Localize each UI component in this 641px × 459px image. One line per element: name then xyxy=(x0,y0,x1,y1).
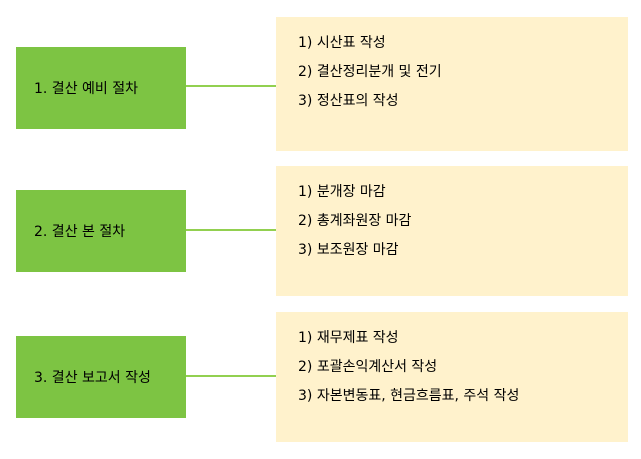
detail-item: 1) 시산표 작성 xyxy=(298,35,386,51)
detail-item: 2) 포괄손익계산서 작성 xyxy=(298,359,438,375)
connector-line-2 xyxy=(186,229,276,231)
step-title: 2. 결산 본 절차 xyxy=(34,224,126,240)
detail-item: 1) 재무제표 작성 xyxy=(298,330,399,346)
detail-item: 2) 총계좌원장 마감 xyxy=(298,213,412,229)
step-title: 3. 결산 보고서 작성 xyxy=(34,370,151,386)
detail-item: 3) 자본변동표, 현금흐름표, 주석 작성 xyxy=(298,388,520,404)
step-title: 1. 결산 예비 절차 xyxy=(34,81,138,97)
detail-item: 2) 결산정리분개 및 전기 xyxy=(298,64,442,80)
detail-box-2: 1) 분개장 마감 2) 총계좌원장 마감 3) 보조원장 마감 xyxy=(276,166,628,296)
detail-list: 1) 재무제표 작성 2) 포괄손익계산서 작성 3) 자본변동표, 현금흐름표… xyxy=(298,324,628,411)
detail-list: 1) 분개장 마감 2) 총계좌원장 마감 3) 보조원장 마감 xyxy=(298,178,628,265)
connector-line-1 xyxy=(186,85,276,87)
connector-line-3 xyxy=(186,375,276,377)
detail-item: 1) 분개장 마감 xyxy=(298,184,386,200)
step-box-2: 2. 결산 본 절차 xyxy=(16,190,186,272)
detail-list: 1) 시산표 작성 2) 결산정리분개 및 전기 3) 정산표의 작성 xyxy=(298,29,628,116)
detail-box-3: 1) 재무제표 작성 2) 포괄손익계산서 작성 3) 자본변동표, 현금흐름표… xyxy=(276,312,628,442)
step-box-1: 1. 결산 예비 절차 xyxy=(16,47,186,129)
detail-item: 3) 보조원장 마감 xyxy=(298,242,399,258)
step-box-3: 3. 결산 보고서 작성 xyxy=(16,336,186,418)
detail-box-1: 1) 시산표 작성 2) 결산정리분개 및 전기 3) 정산표의 작성 xyxy=(276,17,628,151)
detail-item: 3) 정산표의 작성 xyxy=(298,93,399,109)
